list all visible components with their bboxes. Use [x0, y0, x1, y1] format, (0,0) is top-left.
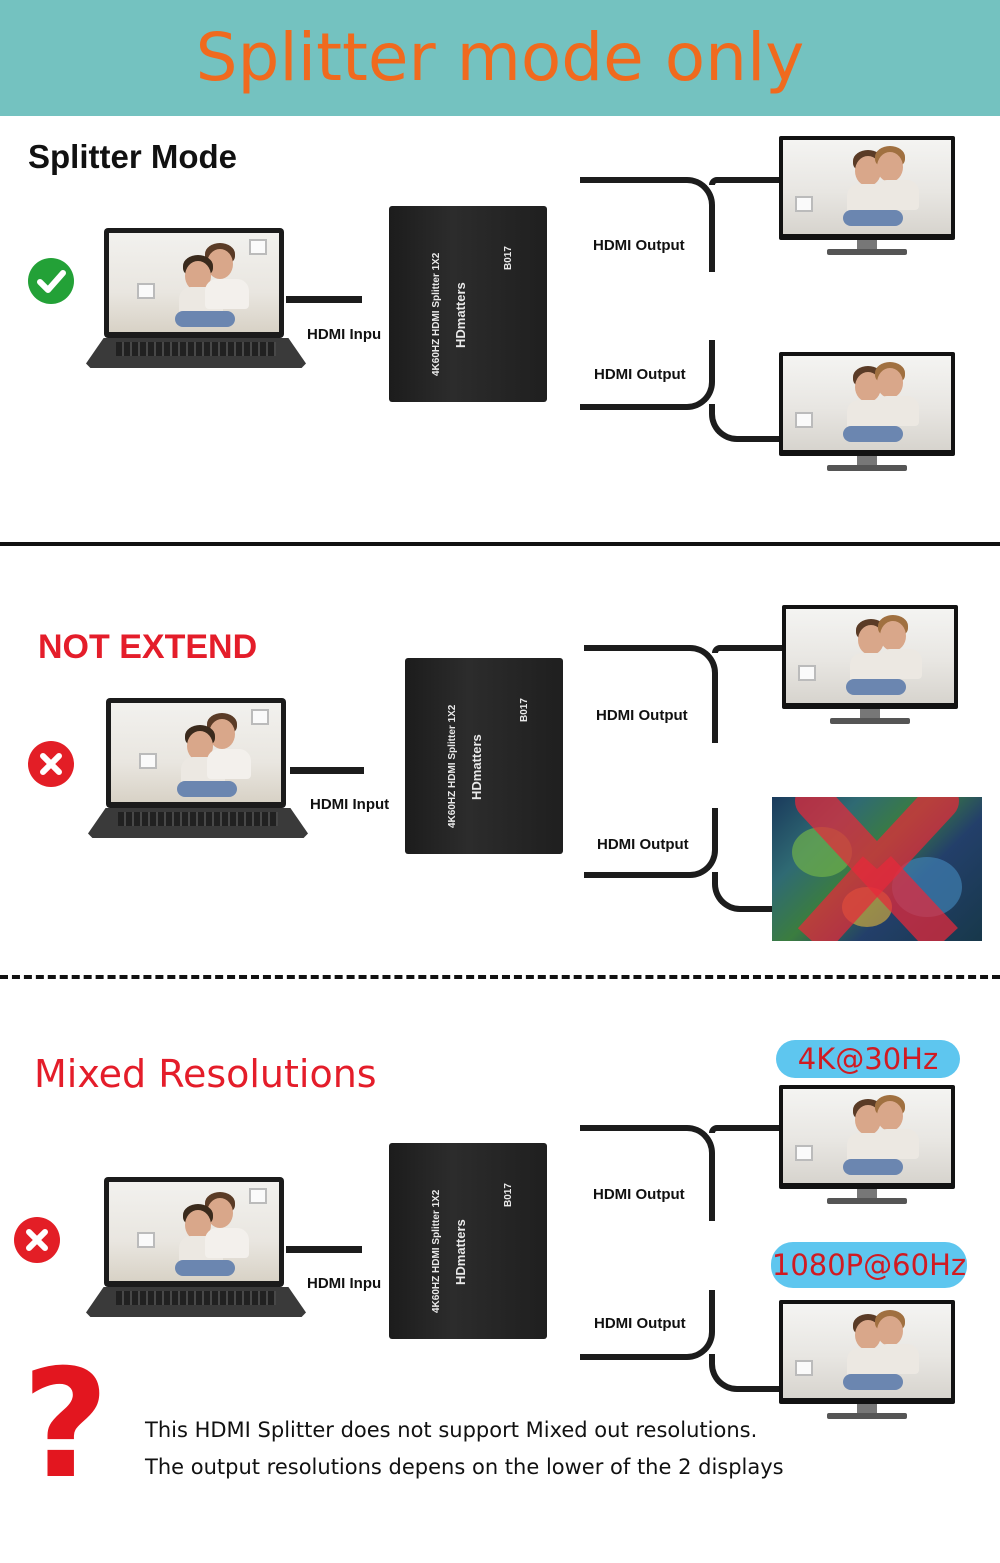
monitor-display-2	[779, 352, 955, 474]
hdmi-output-cable-top	[580, 177, 715, 272]
section-title-mixed-resolutions: Mixed Resolutions	[34, 1052, 377, 1096]
device-spec: 4K60HZ HDMI Splitter 1X2	[431, 1189, 442, 1313]
monitor-display-1	[779, 136, 955, 258]
question-mark-icon: ?	[22, 1338, 110, 1512]
page-title: Splitter mode only	[195, 19, 805, 96]
device-brand: HDmatters	[453, 1219, 468, 1285]
hdmi-input-cable	[290, 767, 364, 774]
device-model: B017	[503, 1183, 514, 1207]
laptop-source	[86, 228, 306, 373]
device-spec: 4K60HZ HDMI Splitter 1X2	[447, 704, 458, 828]
header-banner	[0, 0, 1000, 116]
extended-display-game-screen	[772, 797, 982, 941]
check-icon	[28, 258, 74, 304]
hdmi-output-label: HDMI Output	[593, 237, 685, 254]
hdmi-input-label: HDMI Inpu	[307, 1275, 382, 1292]
monitor-display-1	[782, 605, 958, 727]
monitor-display-1080p	[779, 1300, 955, 1422]
hdmi-input-cable	[286, 296, 362, 303]
hdmi-output-label: HDMI Output	[594, 1315, 686, 1332]
hdmi-output-label: HDMI Output	[594, 366, 686, 383]
hdmi-output-cable-bottom	[580, 1290, 715, 1360]
hdmi-output-cable-top	[584, 645, 718, 743]
device-spec: 4K60HZ HDMI Splitter 1X2	[431, 252, 442, 376]
section-divider	[0, 542, 1000, 546]
note-line-1: This HDMI Splitter does not support Mixe…	[145, 1418, 758, 1442]
monitor-display-4k	[779, 1085, 955, 1207]
resolution-badge-1080p: 1080P@60Hz	[771, 1242, 967, 1288]
hdmi-input-label: HDMI Inpu	[307, 326, 382, 343]
device-brand: HDmatters	[453, 282, 468, 348]
device-model: B017	[503, 246, 514, 270]
hdmi-output-cable-top	[580, 1125, 715, 1221]
splitter-device: 4K60HZ HDMI Splitter 1X2 HDmatters B017	[405, 658, 563, 854]
device-brand: HDmatters	[469, 734, 484, 800]
section-title-splitter-mode: Splitter Mode	[28, 138, 238, 175]
red-x-icon	[795, 797, 959, 941]
resolution-badge-4k: 4K@30Hz	[776, 1040, 960, 1078]
device-model: B017	[519, 698, 530, 722]
hdmi-output-label: HDMI Output	[596, 707, 688, 724]
note-line-2: The output resolutions depens on the low…	[145, 1455, 784, 1479]
hdmi-input-label: HDMI Input	[310, 796, 390, 813]
hdmi-output-label: HDMI Output	[593, 1186, 685, 1203]
section-title-not-extend: NOT EXTEND	[38, 628, 258, 666]
hdmi-output-label: HDMI Output	[597, 836, 689, 853]
splitter-device: 4K60HZ HDMI Splitter 1X2 HDmatters B017	[389, 1143, 547, 1339]
cross-icon	[28, 741, 74, 787]
section-divider-dashed	[0, 975, 1000, 979]
cross-icon	[14, 1217, 60, 1263]
hdmi-input-cable	[286, 1246, 362, 1253]
hdmi-output-cable-bottom	[580, 340, 715, 410]
laptop-source	[86, 1177, 306, 1322]
splitter-device: 4K60HZ HDMI Splitter 1X2 HDmatters B017	[389, 206, 547, 402]
laptop-source	[88, 698, 308, 843]
hdmi-output-cable-bottom	[584, 808, 718, 878]
